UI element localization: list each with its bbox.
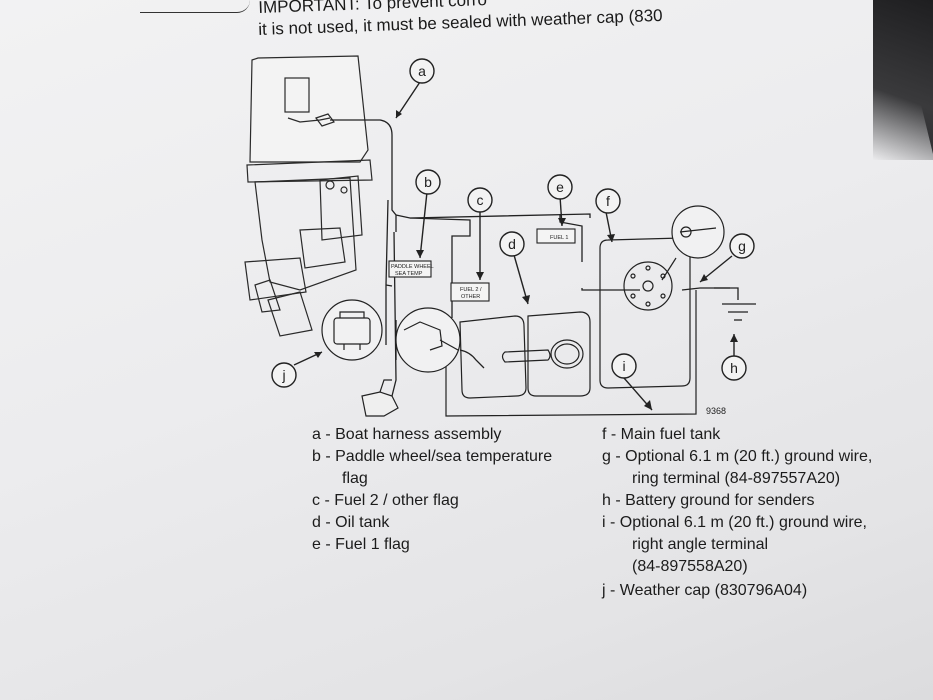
legend-item-b-continued: flag <box>342 470 368 487</box>
callout-i: i <box>611 353 637 379</box>
callout-g: g <box>729 233 755 259</box>
outboard-engine <box>244 55 373 337</box>
paddle-flag-text-1: PADDLE WHEEL <box>391 264 434 270</box>
legend-item-i: i - Optional 6.1 m (20 ft.) ground wire, <box>602 514 867 531</box>
legend-item-e: e - Fuel 1 flag <box>312 536 410 553</box>
svg-text:g: g <box>738 238 746 254</box>
flag-text: PADDLE WHEEL SEA TEMP FUEL 2 / OTHER FUE… <box>391 235 568 300</box>
background-shadow <box>873 0 933 160</box>
svg-text:h: h <box>730 360 738 376</box>
callout-j: j <box>271 362 297 388</box>
legend-item-i-continued: right angle terminal <box>632 536 769 553</box>
callout-f: f <box>595 188 621 214</box>
callout-h: h <box>721 355 747 381</box>
paddle-flag-text-2: SEA TEMP <box>395 271 423 277</box>
fuel-2-flag <box>450 282 490 302</box>
legend-right-column: f - Main fuel tank g - Optional 6.1 m (2… <box>602 424 872 602</box>
battery-ground <box>714 287 756 321</box>
fuel1-flag-text: FUEL 1 <box>550 235 568 241</box>
legend-left-column: a - Boat harness assembly b - Paddle whe… <box>312 424 552 556</box>
legend-item-g: g - Optional 6.1 m (20 ft.) ground wire, <box>602 448 873 465</box>
flag-labels <box>388 228 576 302</box>
legend-item-d: d - Oil tank <box>312 514 390 531</box>
svg-text:i: i <box>622 358 625 374</box>
cut-off-drawing-edge <box>140 0 250 13</box>
callout-c: c <box>467 187 493 213</box>
legend-item-h: h - Battery ground for senders <box>602 492 815 509</box>
legend-item-a: a - Boat harness assembly <box>312 426 502 443</box>
magnified-insets <box>321 205 725 373</box>
svg-text:j: j <box>281 367 285 383</box>
ground-wire-loop <box>445 290 697 417</box>
svg-text:b: b <box>424 174 432 190</box>
paddle-wheel-flag <box>388 260 432 278</box>
callout-d: d <box>499 231 525 257</box>
callout-e: e <box>547 174 573 200</box>
callout-a: a <box>409 58 435 84</box>
sender-unit <box>361 379 399 417</box>
legend-item-f: f - Main fuel tank <box>602 426 721 443</box>
svg-text:f: f <box>606 193 610 209</box>
callout-arrowheads <box>314 110 738 410</box>
legend-item-i-continued-2: (84-897558A20) <box>632 558 748 575</box>
legend-item-g-continued: ring terminal (84-897557A20) <box>632 470 841 487</box>
svg-text:a: a <box>418 63 426 79</box>
figure-number: 9368 <box>706 406 726 416</box>
svg-text:d: d <box>508 236 516 252</box>
callout-circles: a b c d e f g h <box>271 58 755 388</box>
callout-b: b <box>415 169 441 195</box>
legend-item-b: b - Paddle wheel/sea temperature <box>312 448 553 465</box>
fuel2-flag-text-2: OTHER <box>461 294 480 300</box>
legend-item-c: c - Fuel 2 / other flag <box>312 492 459 509</box>
harness-wires <box>330 119 730 397</box>
fuel-tanks <box>459 237 691 399</box>
fuel2-flag-text-1: FUEL 2 / <box>460 287 482 293</box>
legend-item-j: j - Weather cap (830796A04) <box>602 582 808 599</box>
svg-text:e: e <box>556 179 564 195</box>
svg-text:c: c <box>477 192 484 208</box>
fuel-1-flag <box>536 228 576 244</box>
